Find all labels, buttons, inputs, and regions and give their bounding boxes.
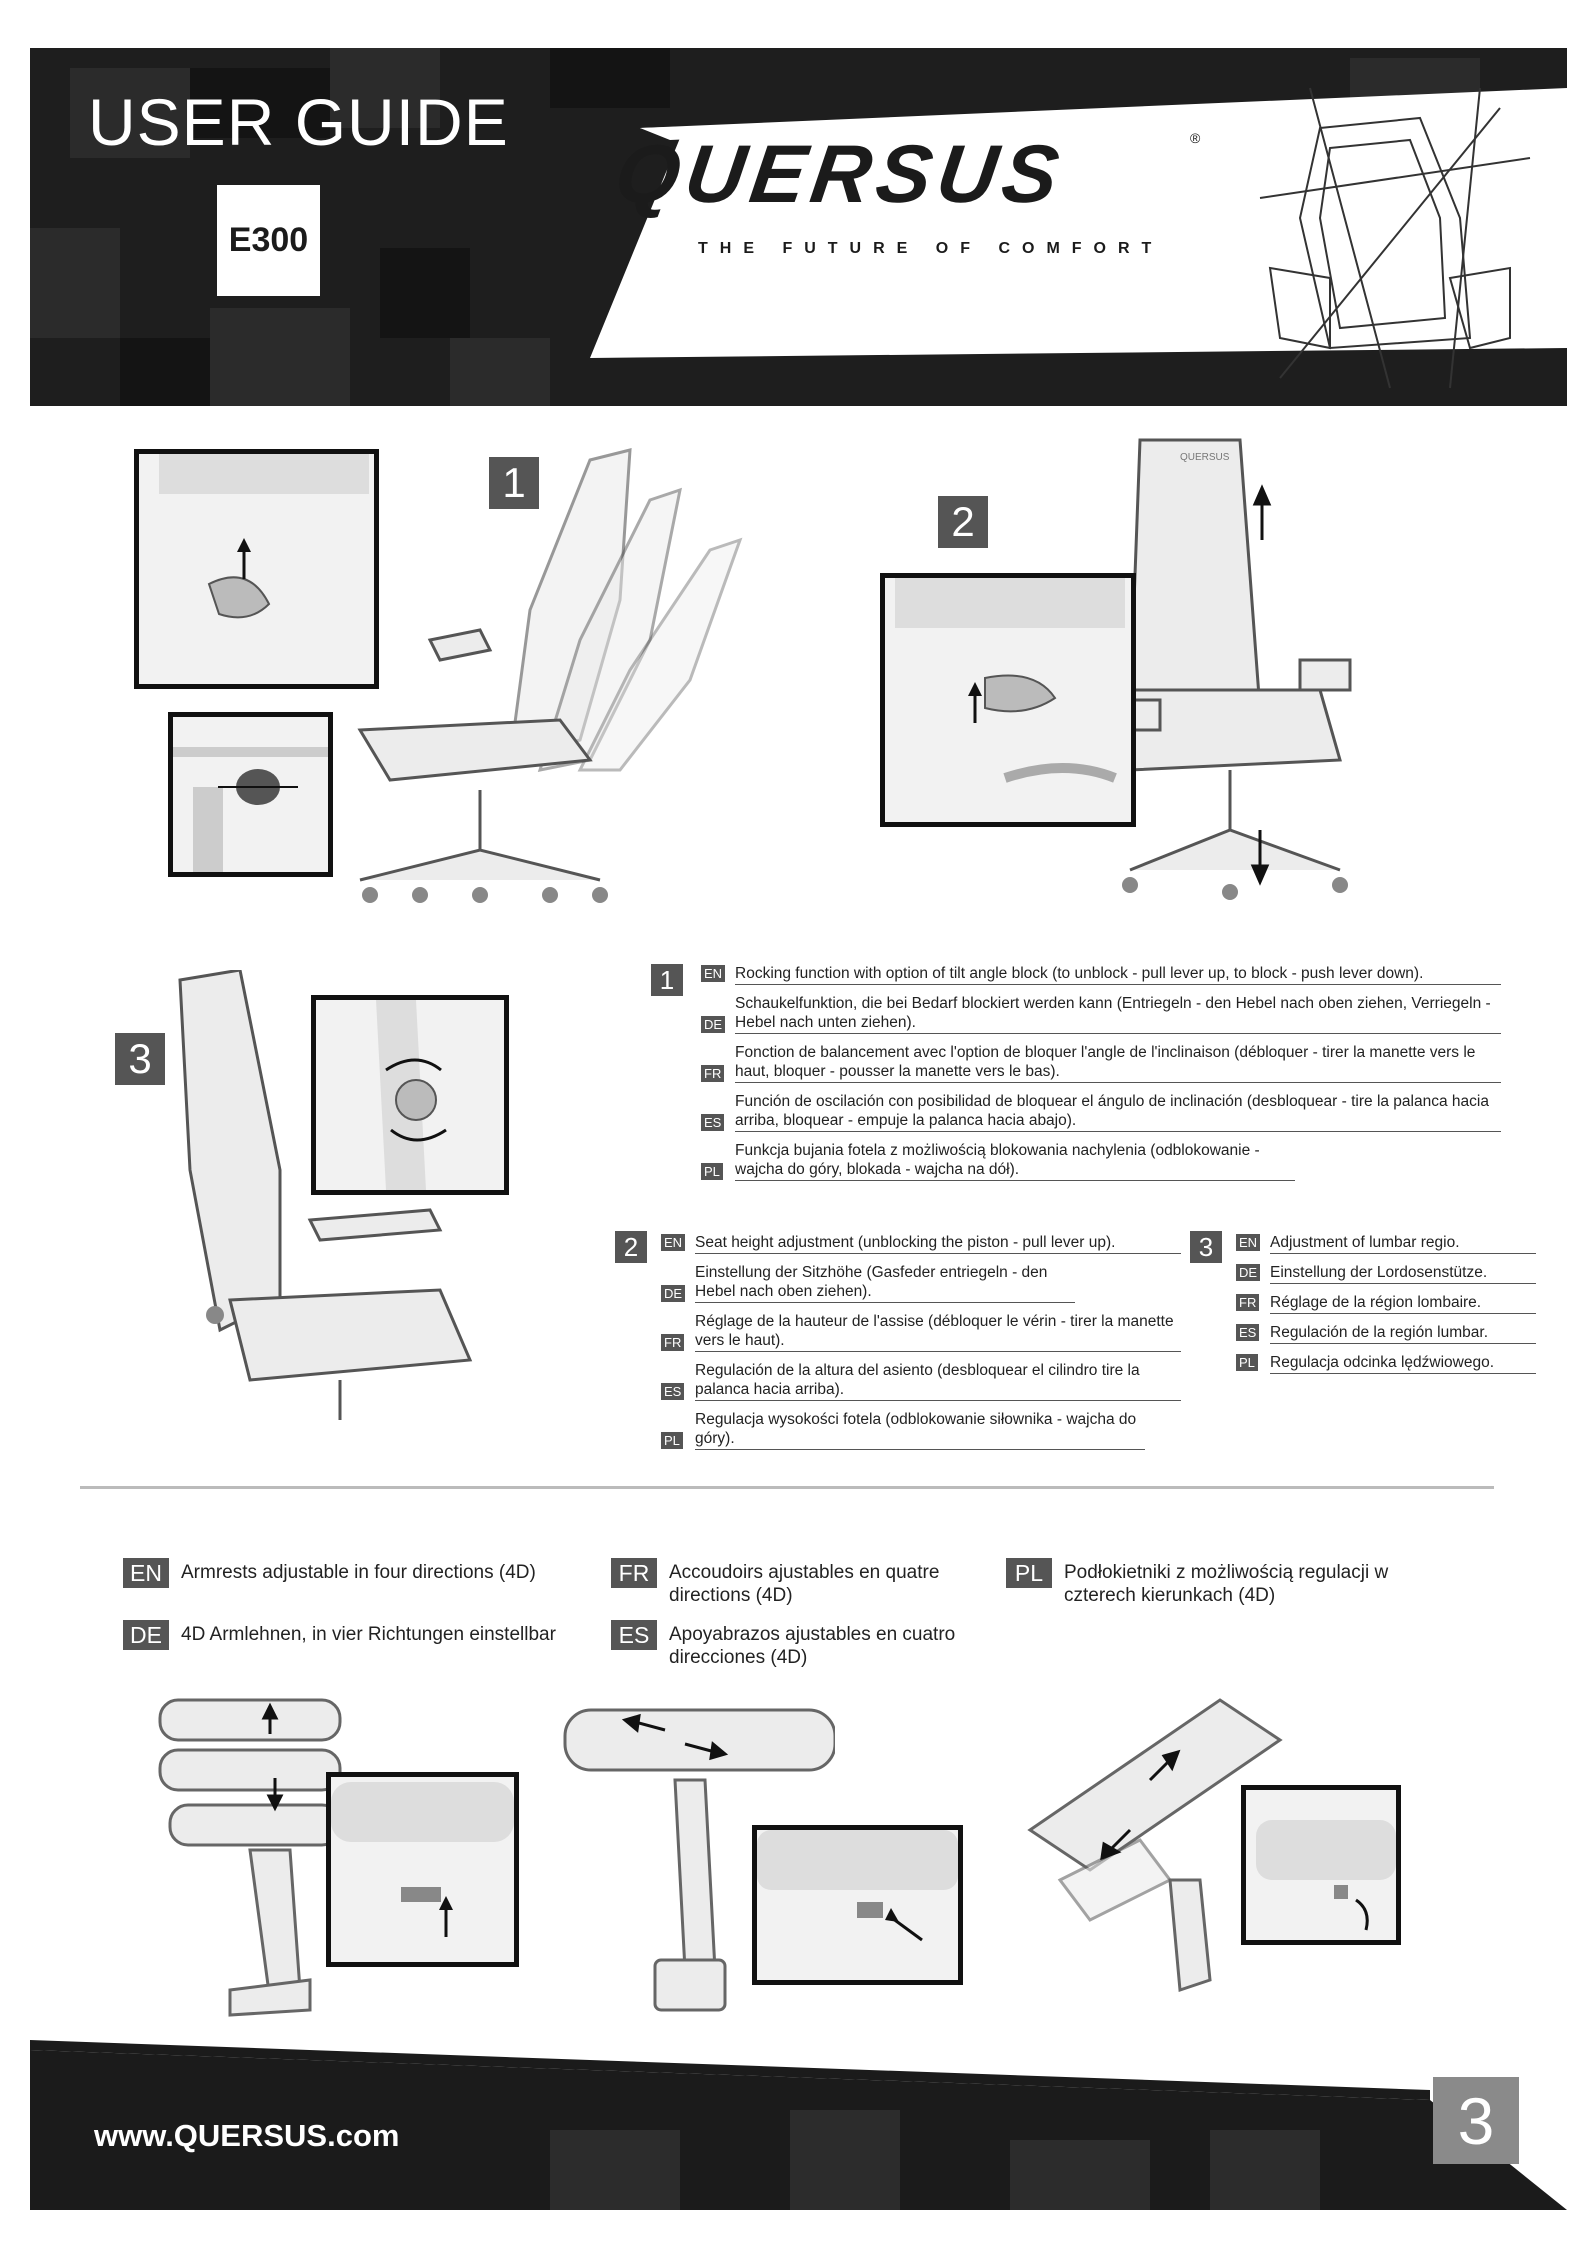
lever-up-arrow-icon [895, 578, 1125, 783]
armrest-updown-arrows-icon [261, 1702, 284, 1812]
armrest-slide-illustration [563, 1708, 835, 2012]
lang-code: EN [661, 1234, 686, 1251]
lang-code: FR [661, 1334, 685, 1351]
armrest-en: EN Armrests adjustable in four direction… [123, 1558, 583, 1588]
armrest-height-illustration [158, 1698, 342, 2017]
seat-back-brand: QUERSUS [1180, 452, 1230, 463]
lang-code: FR [701, 1065, 725, 1082]
guide-title: USER GUIDE [88, 85, 509, 159]
height-arrows-icon [1250, 484, 1272, 886]
figure-2-inset-lever [880, 573, 1136, 827]
chair-sketch-icon [1259, 87, 1531, 389]
figure-3-inset-knob [311, 995, 509, 1195]
armrest-button-icon [331, 1782, 514, 1937]
lang-code: PL [1236, 1354, 1258, 1371]
lang-code: DE [661, 1285, 686, 1302]
armrest-de: DE 4D Armlehnen, in vier Richtungen eins… [123, 1620, 603, 1650]
header-background [30, 48, 1567, 406]
armrest-slide-inset [752, 1825, 963, 1985]
chair-rocking-illustration [357, 448, 743, 903]
chair-height-illustration: QUERSUS [1100, 438, 1352, 900]
lang-code: FR [611, 1558, 657, 1588]
armrest-release-button-icon [1256, 1820, 1396, 1931]
header-banner [30, 48, 1567, 406]
lang-code: DE [123, 1620, 169, 1650]
model-label: E300 [217, 185, 320, 296]
lang-code: ES [701, 1114, 725, 1131]
instruction-1-badge: 1 [651, 964, 683, 996]
lang-code: EN [123, 1558, 169, 1588]
armrest-es: ES Apoyabrazos ajustables en cuatro dire… [611, 1620, 991, 1669]
section-divider [80, 1486, 1494, 1489]
footer-banner [30, 2040, 1567, 2210]
lang-code: ES [661, 1383, 685, 1400]
instruction-2-badge: 2 [615, 1231, 647, 1263]
armrest-slide-arrows-icon [621, 1713, 729, 1761]
armrest-rotate-inset [1241, 1785, 1401, 1945]
brand-registered-mark: ® [1190, 130, 1201, 146]
figure-3-badge: 3 [115, 1033, 165, 1085]
lang-code: PL [661, 1432, 683, 1449]
figure-1-inset-lever [134, 449, 379, 689]
brand-tagline: THE FUTURE OF COMFORT [698, 240, 1164, 257]
lang-code: PL [701, 1163, 723, 1180]
armrest-fr: FR Accoudoirs ajustables en quatre direc… [611, 1558, 991, 1607]
page-number-badge: 3 [1433, 2077, 1519, 2164]
lang-code: FR [1236, 1294, 1260, 1311]
armrest-release-button-icon [757, 1830, 958, 1942]
lever-up-arrow-icon [159, 454, 369, 619]
lang-code: DE [1236, 1264, 1261, 1281]
armrest-height-inset [326, 1772, 519, 1967]
lang-code: DE [701, 1016, 726, 1033]
brand-logo: QUERSUS [609, 129, 1070, 220]
lang-code: ES [611, 1620, 657, 1650]
figure-2-badge: 2 [938, 496, 988, 548]
armrest-pl: PL Podłokietniki z możliwością regulacji… [1006, 1558, 1396, 1607]
footer-website-link[interactable]: www.QUERSUS.com [94, 2118, 400, 2153]
figure-1-badge: 1 [489, 457, 539, 509]
armrest-rotate-arrows-icon [1100, 1749, 1181, 1861]
figure-1-inset-knob [168, 712, 333, 877]
lang-code: PL [1006, 1558, 1052, 1588]
footer-background [30, 2040, 1567, 2210]
rotate-knob-icon [173, 747, 328, 877]
chair-lumbar-illustration [178, 970, 473, 1420]
lang-code: EN [701, 965, 726, 982]
lang-code: EN [1236, 1234, 1261, 1251]
lang-code: ES [1236, 1324, 1260, 1341]
instruction-3-badge: 3 [1190, 1231, 1222, 1263]
armrest-rotate-illustration [1027, 1698, 1283, 1993]
rotate-lumbar-knob-icon [376, 1000, 447, 1190]
